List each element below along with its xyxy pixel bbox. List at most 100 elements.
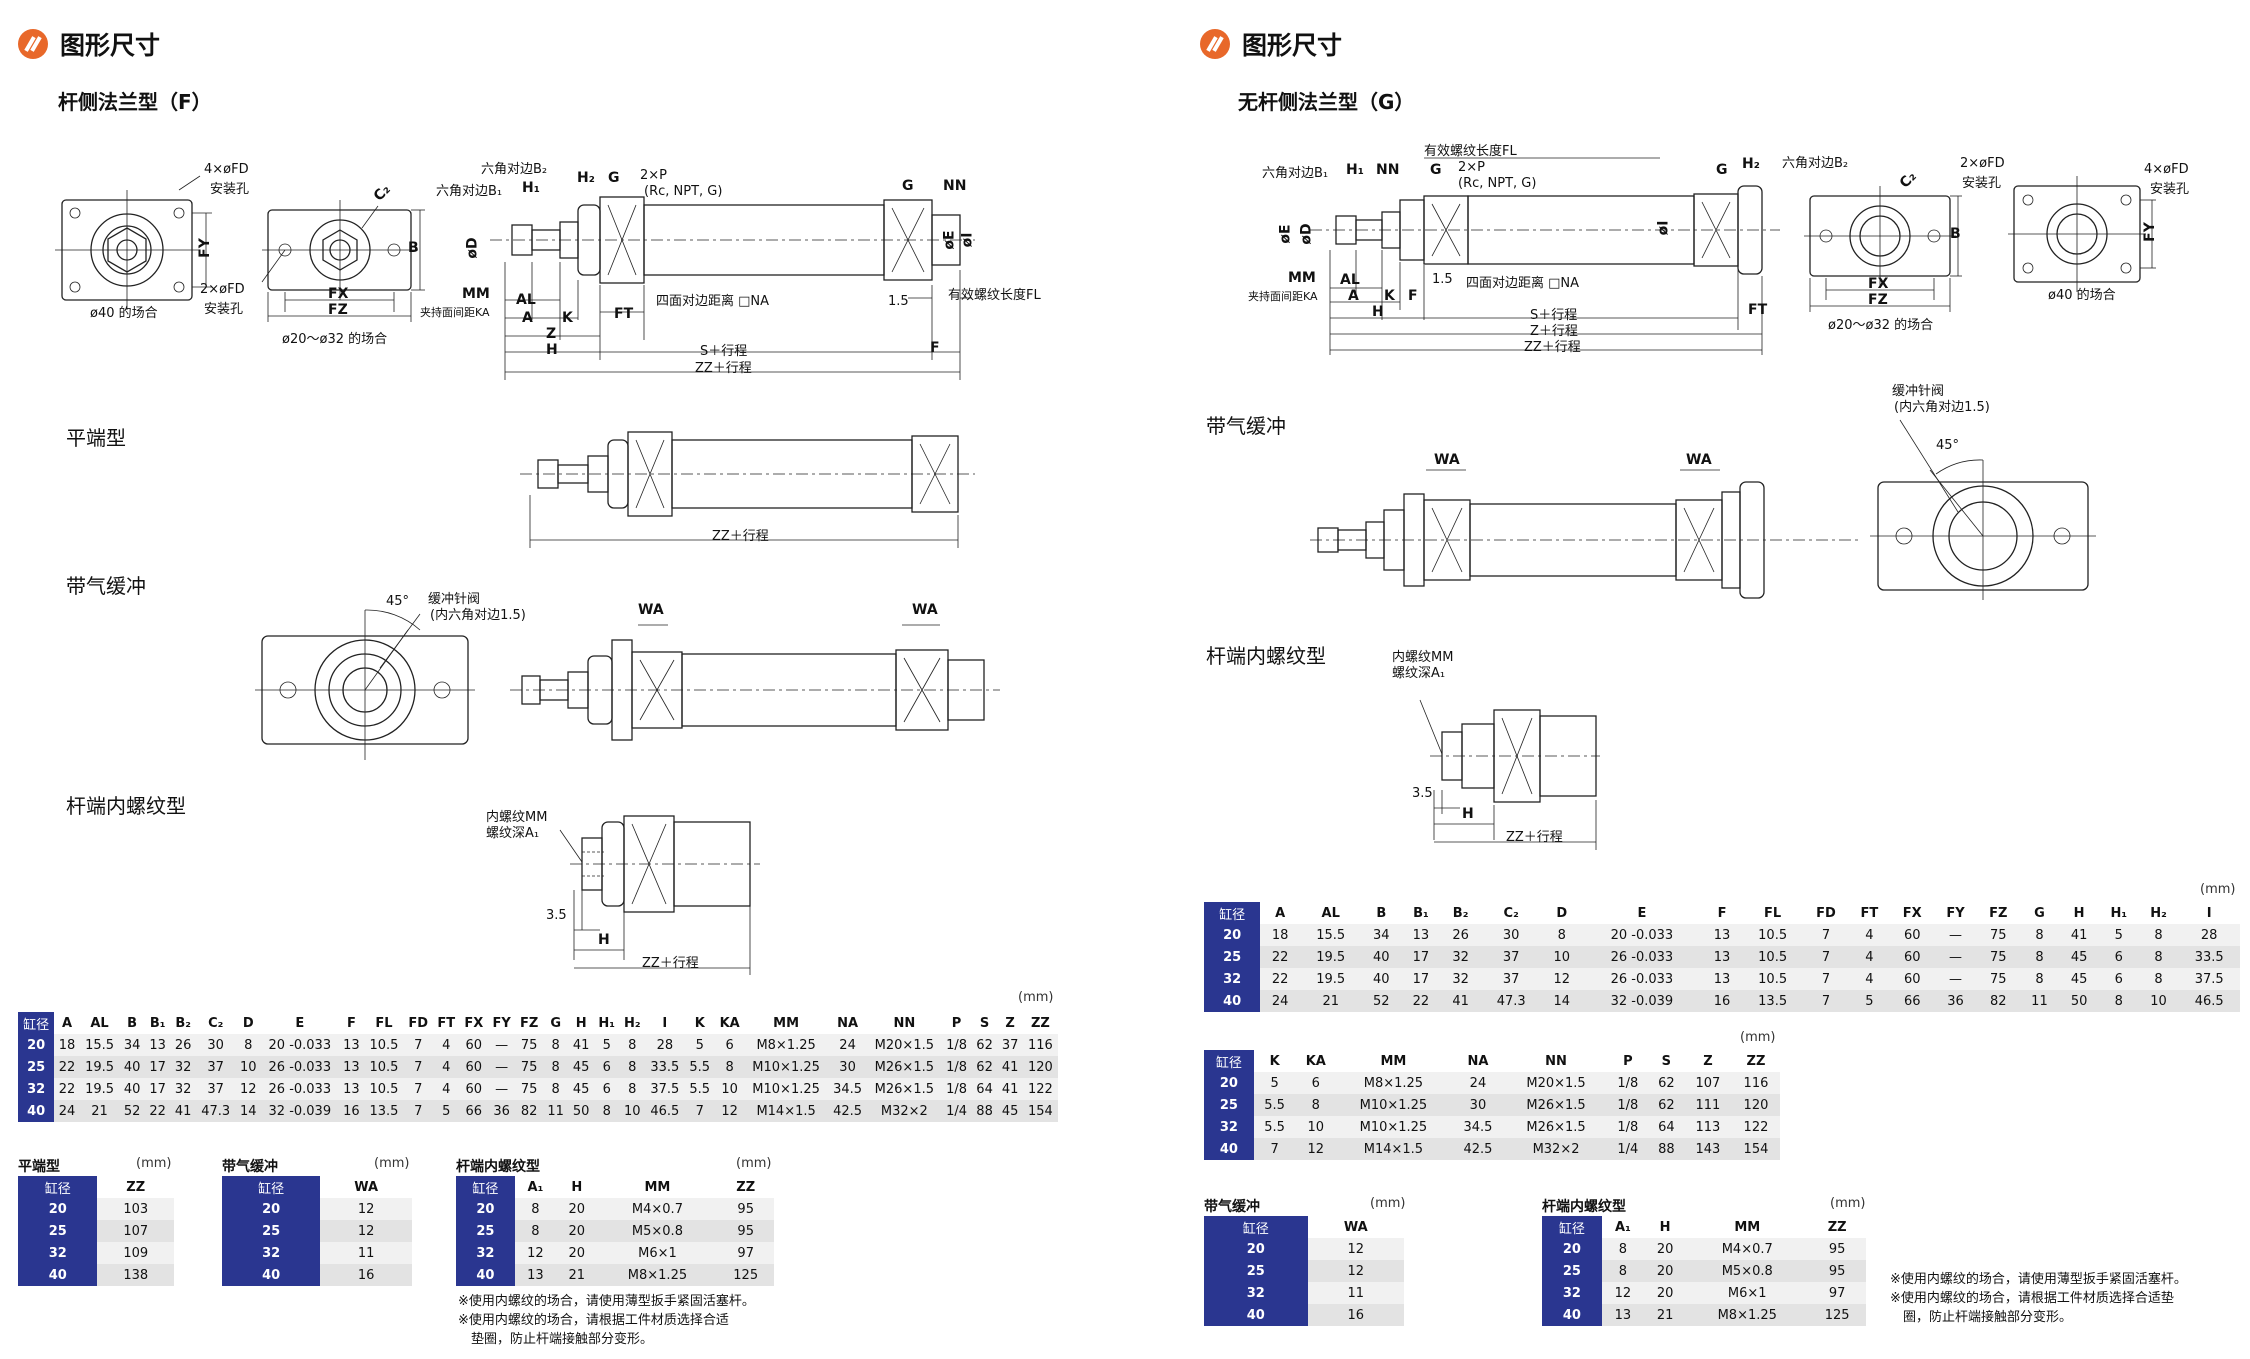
column-header: ZZ: [717, 1176, 774, 1198]
r-p-label: 2×P: [1458, 160, 1486, 175]
right-side-view: [1310, 157, 2156, 355]
bore-cell: 20: [18, 1034, 55, 1056]
table-cell: 32: [1440, 968, 1481, 990]
table-cell: 20 -0.033: [1581, 924, 1703, 946]
r-wa1-label: WA: [1434, 452, 1460, 468]
table-cell: 28: [645, 1034, 685, 1056]
table-cell: 60: [1890, 946, 1935, 968]
table-cell: 1/8: [1606, 1116, 1649, 1138]
l-fd4-label: 4×øFD: [204, 162, 249, 177]
table-cell: 4: [1848, 924, 1891, 946]
right-header-title: 图形尺寸: [1242, 31, 1343, 60]
table-cell: 33.5: [2178, 946, 2240, 968]
l-d2032-label: ø20～ø32 的场合: [282, 332, 388, 347]
bore-cell: 32: [18, 1078, 55, 1100]
r-s-label: S＋行程: [1530, 308, 1578, 323]
table-cell: 16: [338, 1100, 365, 1122]
table-cell: 11: [2019, 990, 2060, 1012]
table-cell: 17: [1401, 946, 1441, 968]
table-cell: 8: [714, 1056, 745, 1078]
l-z-label: Z: [546, 326, 557, 342]
table-cell: 22: [54, 1078, 80, 1100]
table-cell: 7: [1803, 924, 1849, 946]
column-header: B: [119, 1012, 145, 1034]
r-t2-unit: (mm): [1740, 1030, 1776, 1045]
r-fz-label: FZ: [1868, 292, 1888, 308]
bore-header: 缸径: [1542, 1216, 1602, 1238]
table-cell: 15.5: [1299, 924, 1362, 946]
table-cell: 20: [1644, 1238, 1687, 1260]
table-cell: 8: [619, 1078, 646, 1100]
table-cell: 8: [514, 1220, 557, 1242]
table-cell: 95: [717, 1198, 774, 1220]
table-cell: 4: [432, 1078, 460, 1100]
column-header: ZZ: [1022, 1012, 1058, 1034]
bore-cell: 20: [1204, 1238, 1308, 1260]
table-cell: 8: [2138, 946, 2179, 968]
table-cell: 1/8: [1606, 1072, 1649, 1094]
table-cell: M5×0.8: [1686, 1260, 1809, 1282]
table-cell: 10: [1541, 946, 1582, 968]
table-cell: 111: [1683, 1094, 1732, 1116]
right-sec-internal: 杆端内螺纹型: [1206, 644, 1326, 668]
r-hexb2-label: 六角对边B₂: [1782, 156, 1849, 171]
column-header: E: [1581, 902, 1703, 924]
table-cell: 5: [2098, 924, 2139, 946]
r-needle-label: 缓冲针阀: [1892, 384, 1945, 399]
table-cell: 24: [827, 1034, 868, 1056]
table-cell: 75: [515, 1056, 543, 1078]
table-cell: 45: [997, 1100, 1023, 1122]
table-cell: M6×1: [1686, 1282, 1809, 1304]
column-header: H: [1644, 1216, 1687, 1238]
table-cell: 42.5: [827, 1100, 868, 1122]
table-cell: 20: [1644, 1260, 1687, 1282]
r-zz3-label: ZZ＋行程: [1506, 830, 1563, 845]
table-cell: 37: [997, 1034, 1023, 1056]
column-header: WA: [320, 1176, 412, 1198]
table-cell: 5: [684, 1034, 715, 1056]
table-cell: 37: [195, 1078, 236, 1100]
table-cell: M8×1.25: [1336, 1072, 1451, 1094]
table-cell: M4×0.7: [597, 1198, 718, 1220]
table-cell: 10: [1295, 1116, 1337, 1138]
l-note-2: ※使用内螺纹的场合，请根据工件材质选择合适: [458, 1313, 729, 1328]
table-cell: 8: [2019, 924, 2060, 946]
table-cell: 36: [1934, 990, 1977, 1012]
column-header: FY: [1934, 902, 1977, 924]
left-flange-views: [55, 175, 425, 322]
table-cell: 19.5: [1299, 946, 1362, 968]
table-cell: 13.5: [1741, 990, 1804, 1012]
bore-cell: 20: [456, 1198, 515, 1220]
table-cell: 120: [1731, 1094, 1780, 1116]
table-cell: 26: [1440, 924, 1481, 946]
l-fd2-label: 2×øFD: [200, 282, 245, 297]
r-zz-label: ZZ＋行程: [1524, 340, 1581, 355]
right-subtitle: 无杆侧法兰型（G）: [1238, 90, 1415, 114]
column-header: Z: [1683, 1050, 1732, 1072]
column-header: FX: [1890, 902, 1935, 924]
r-nn-label: NN: [1376, 162, 1400, 178]
table-cell: 8: [1541, 924, 1582, 946]
table-cell: 47.3: [1480, 990, 1542, 1012]
table-cell: 125: [1808, 1304, 1866, 1326]
table-cell: 8: [2138, 924, 2179, 946]
r-fx-label: FX: [1868, 276, 1889, 292]
table-cell: 41: [997, 1078, 1023, 1100]
r-wa2-label: WA: [1686, 452, 1712, 468]
l-note-1: ※使用内螺纹的场合，请使用薄型扳手紧固活塞杆。: [458, 1294, 755, 1309]
table-cell: M26×1.5: [1505, 1094, 1607, 1116]
column-header: ZZ: [1731, 1050, 1780, 1072]
table-cell: 1/8: [941, 1034, 972, 1056]
table-cell: —: [487, 1034, 516, 1056]
table-cell: —: [487, 1056, 516, 1078]
bore-cell: 40: [1542, 1304, 1602, 1326]
